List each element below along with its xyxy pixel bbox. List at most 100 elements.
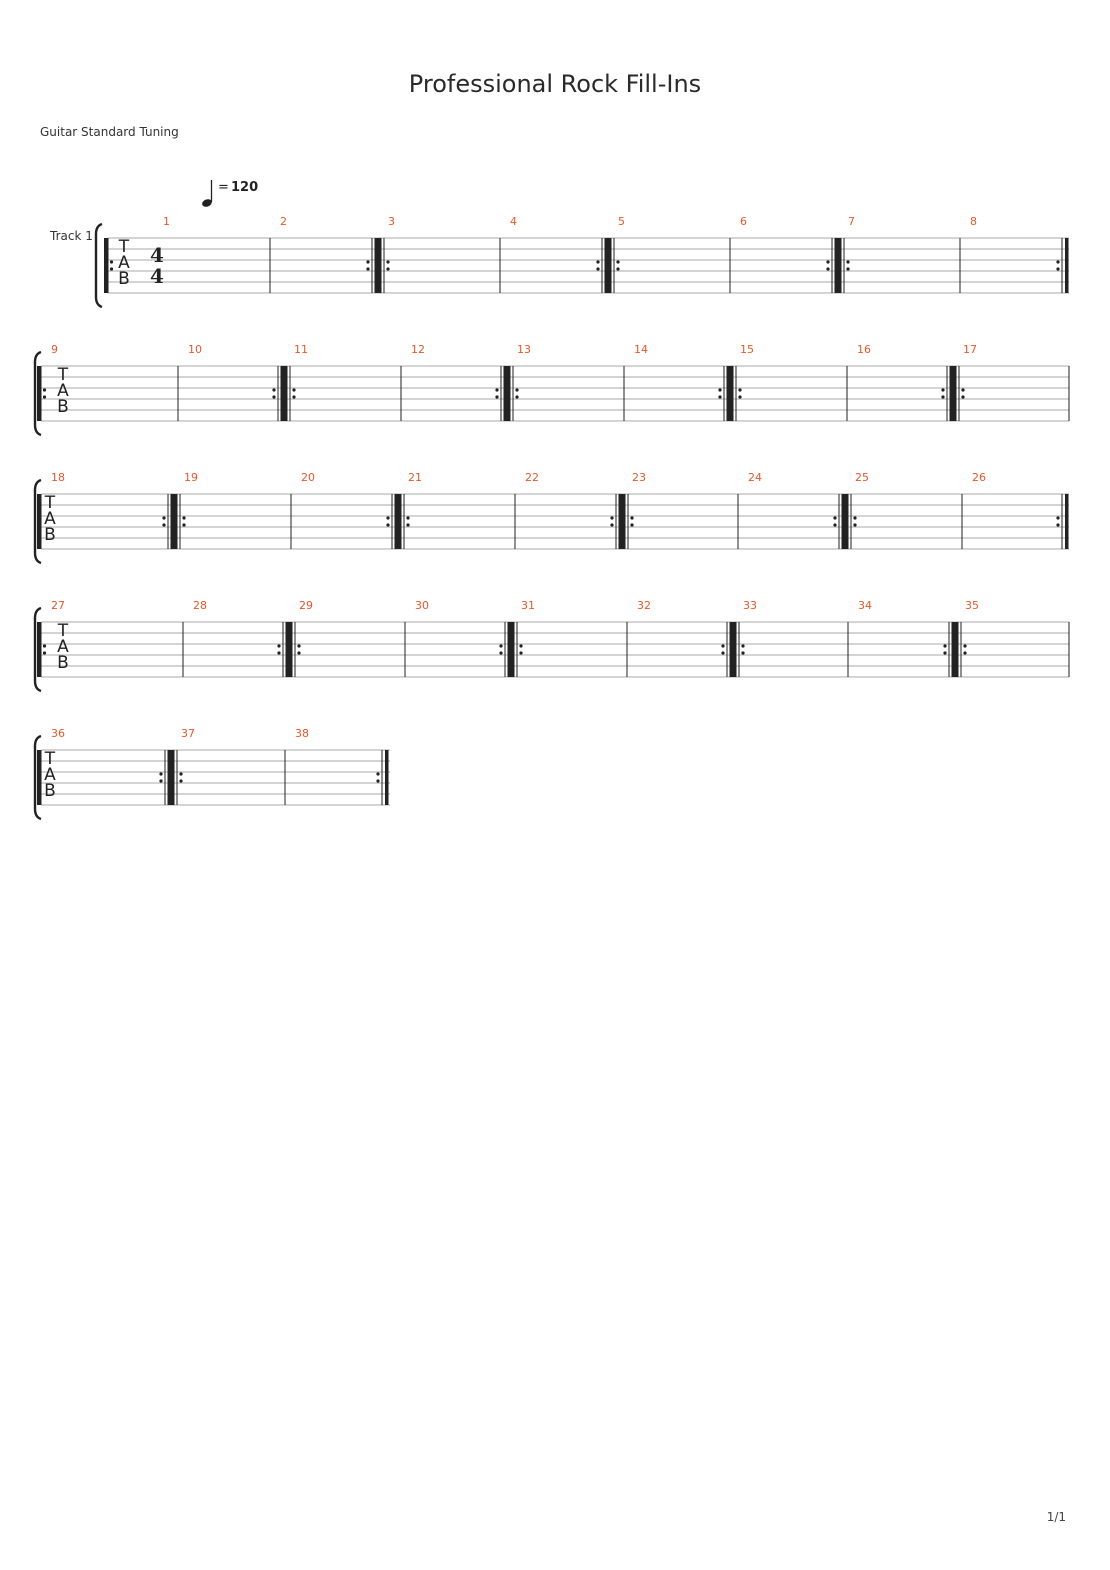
system-bracket	[33, 606, 42, 693]
measure-number: 6	[740, 215, 747, 228]
measure-number: 3	[388, 215, 395, 228]
measure-number: 17	[963, 343, 977, 356]
repeat-dot	[616, 267, 620, 271]
tab-clef-letter: T	[44, 493, 56, 513]
repeat-dot	[610, 523, 614, 527]
measure-number: 7	[848, 215, 855, 228]
measure-number: 14	[634, 343, 648, 356]
repeat-dot	[109, 267, 114, 271]
tab-clef-letter: A	[44, 509, 56, 529]
repeat-dot	[833, 516, 837, 520]
time-signature-top: 4	[150, 243, 164, 267]
measure-number: 35	[965, 599, 979, 612]
measure-number: 25	[855, 471, 869, 484]
score-title: Professional Rock Fill-Ins	[408, 70, 702, 98]
measure-number: 1	[163, 215, 170, 228]
measure-number: 32	[637, 599, 651, 612]
repeat-dot	[42, 395, 47, 399]
system-bracket	[33, 478, 42, 565]
tempo-equals: =	[218, 180, 229, 195]
repeat-dot	[376, 779, 380, 783]
measure-number: 23	[632, 471, 646, 484]
thick-barline	[949, 366, 957, 421]
thick-barline	[167, 750, 175, 805]
thick-barline	[37, 750, 41, 805]
tab-clef-letter: A	[57, 381, 69, 401]
repeat-dot	[718, 395, 722, 399]
repeat-dot	[272, 388, 276, 392]
repeat-dot	[826, 267, 830, 271]
tempo-marking: = 120	[200, 178, 280, 212]
repeat-dot	[386, 516, 390, 520]
measure-number: 26	[972, 471, 986, 484]
track-name: Track 1	[50, 229, 93, 243]
tab-clef-letter: B	[44, 781, 56, 801]
repeat-dot	[499, 644, 503, 648]
repeat-dot	[943, 651, 947, 655]
tab-clef-letter: A	[44, 765, 56, 785]
measure-number: 16	[857, 343, 871, 356]
repeat-dot	[961, 388, 965, 392]
repeat-dot	[515, 395, 519, 399]
repeat-dot	[941, 388, 945, 392]
repeat-dot	[297, 644, 301, 648]
thick-barline	[37, 622, 41, 677]
measure-number: 9	[51, 343, 58, 356]
tab-clef-letter: T	[57, 365, 69, 385]
measure-number: 4	[510, 215, 517, 228]
tuning-label: Guitar Standard Tuning	[40, 125, 179, 139]
thick-barline	[951, 622, 959, 677]
repeat-dot	[941, 395, 945, 399]
system-bracket	[33, 734, 42, 821]
repeat-dot	[499, 651, 503, 655]
measure-number: 29	[299, 599, 313, 612]
tab-clef-letter: B	[57, 397, 69, 417]
thick-barline	[726, 366, 734, 421]
thick-barline	[280, 366, 288, 421]
repeat-dot	[182, 523, 186, 527]
repeat-dot	[1056, 267, 1060, 271]
repeat-dot	[1056, 516, 1060, 520]
tempo-value: 120	[231, 180, 259, 195]
thick-barline	[1065, 238, 1069, 293]
repeat-dot	[519, 644, 523, 648]
measure-number: 37	[181, 727, 195, 740]
tab-clef-letter: A	[118, 253, 130, 273]
repeat-dot	[162, 516, 166, 520]
repeat-dot	[721, 651, 725, 655]
system-bracket	[94, 222, 103, 309]
tab-clef-letter: A	[57, 637, 69, 657]
repeat-dot	[406, 516, 410, 520]
measure-number: 8	[970, 215, 977, 228]
repeat-dot	[616, 260, 620, 264]
repeat-dot	[846, 267, 850, 271]
thick-barline	[285, 622, 293, 677]
thick-barline	[507, 622, 515, 677]
repeat-dot	[846, 260, 850, 264]
repeat-dot	[292, 388, 296, 392]
measure-number: 22	[525, 471, 539, 484]
thick-barline	[834, 238, 842, 293]
repeat-dot	[738, 388, 742, 392]
repeat-dot	[277, 651, 281, 655]
thick-barline	[104, 238, 108, 293]
measure-number: 27	[51, 599, 65, 612]
repeat-dot	[963, 644, 967, 648]
repeat-dot	[109, 260, 114, 264]
thick-barline	[170, 494, 178, 549]
thick-barline	[841, 494, 849, 549]
repeat-dot	[853, 523, 857, 527]
repeat-dot	[366, 260, 370, 264]
thick-barline	[37, 366, 41, 421]
repeat-dot	[738, 395, 742, 399]
measure-number: 31	[521, 599, 535, 612]
repeat-dot	[610, 516, 614, 520]
thick-barline	[503, 366, 511, 421]
measure-number: 20	[301, 471, 315, 484]
repeat-dot	[718, 388, 722, 392]
repeat-dot	[159, 772, 163, 776]
repeat-dot	[721, 644, 725, 648]
repeat-dot	[292, 395, 296, 399]
measure-number: 19	[184, 471, 198, 484]
